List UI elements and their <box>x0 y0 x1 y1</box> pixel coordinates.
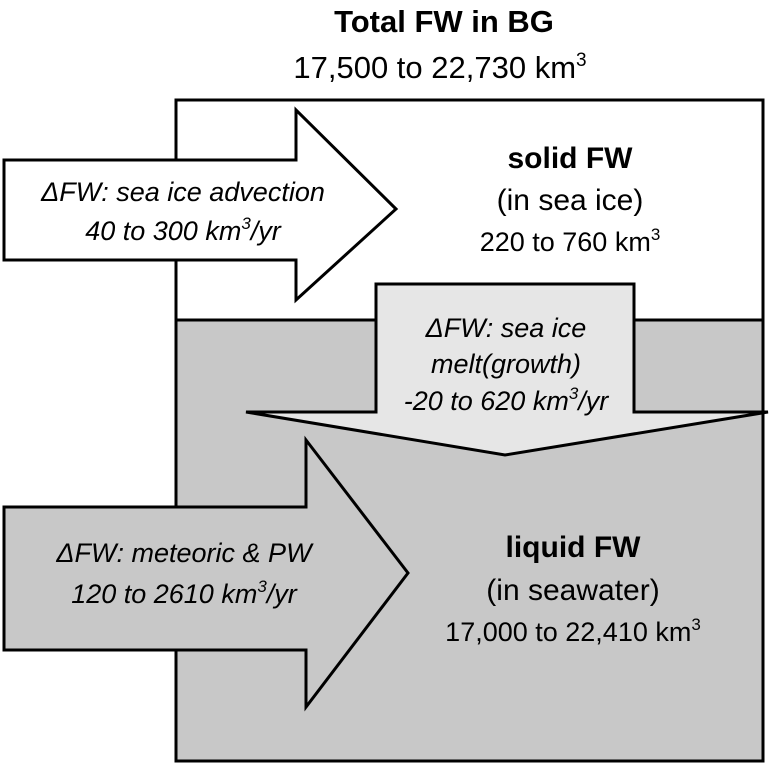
sea-ice-melt-arrow <box>245 282 769 457</box>
sea-ice-advection-arrow <box>2 106 399 304</box>
melt-label-line1: ΔFW: sea ice <box>425 313 587 343</box>
liquid-range: 17,000 to 22,410 km3 <box>445 615 701 647</box>
solid-title: solid FW <box>508 142 634 175</box>
liquid-subtitle: (in seawater) <box>486 574 659 607</box>
total-range: 17,500 to 22,730 km3 <box>293 50 586 85</box>
total-title: Total FW in BG <box>334 4 554 39</box>
solid-range: 220 to 760 km3 <box>480 225 661 257</box>
solid-subtitle: (in sea ice) <box>497 184 644 217</box>
melt-label-line2: melt(growth) <box>431 349 581 379</box>
meteoric-range: 120 to 2610 km3/yr <box>71 577 298 609</box>
advection-label: ΔFW: sea ice advection <box>40 177 325 207</box>
meteoric-pw-arrow <box>2 435 410 712</box>
meteoric-label: ΔFW: meteoric & PW <box>55 538 314 568</box>
advection-range: 40 to 300 km3/yr <box>85 214 282 246</box>
liquid-title: liquid FW <box>506 531 642 564</box>
melt-range: -20 to 620 km3/yr <box>404 384 610 416</box>
